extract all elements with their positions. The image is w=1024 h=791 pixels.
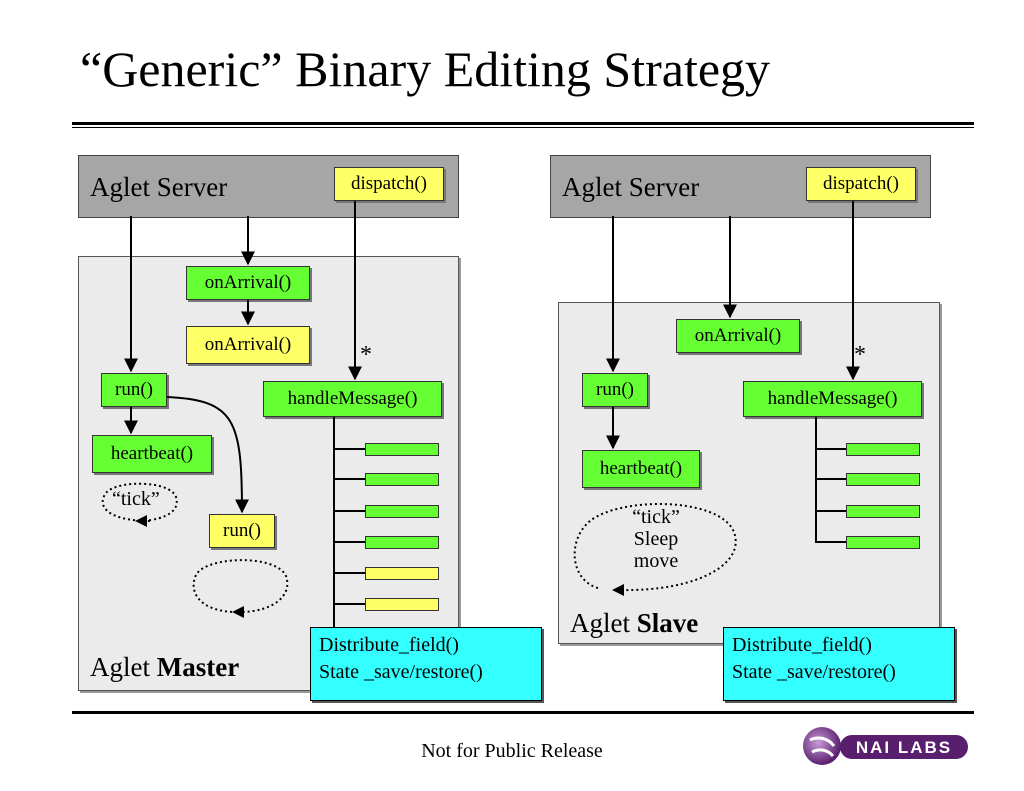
master-state-save: State _save/restore() [319,661,483,683]
master-dispatch-box: dispatch() [334,167,444,201]
slave-tick-loop [573,503,737,592]
slave-slot-3 [846,505,920,518]
master-tick-label: “tick” [112,488,160,510]
slave-heartbeat-box: heartbeat() [582,450,700,488]
master-run2-loop [192,559,289,613]
master-slot-6 [365,598,439,611]
master-onarrival-2: onArrival() [186,326,310,364]
master-run2-box: run() [209,514,275,548]
nai-labs-logo-mark: NAI LABS [803,727,968,765]
slave-slot-2 [846,473,920,486]
master-handlemessage-box: handleMessage() [263,381,442,417]
master-slot-5 [365,567,439,580]
slide-title: “Generic” Binary Editing Strategy [80,41,771,97]
master-slot-4 [365,536,439,549]
slave-tick-line-1: “tick” [632,506,680,528]
master-caption: Aglet Master [90,652,240,682]
slave-handlemessage-box: handleMessage() [743,381,922,417]
master-slot-2 [365,473,439,486]
master-slot-3 [365,505,439,518]
footer-rule [72,711,974,714]
slave-run-box: run() [582,373,648,407]
slave-onarrival-box: onArrival() [676,319,800,353]
master-run-box: run() [101,373,167,407]
slave-star: * [854,342,866,368]
nai-labs-logo-text: NAI LABS [856,738,952,757]
master-server-label: Aglet Server [90,172,228,202]
master-arrow-run-run2 [166,396,249,514]
footer-text: Not for Public Release [421,740,603,762]
slave-server-label: Aglet Server [562,172,700,202]
slave-tick-label: “tick” Sleep move [620,506,692,572]
slave-slot-1 [846,443,920,456]
slave-tick-arrowhead [612,584,624,596]
nai-labs-logo: NAI LABS [800,726,972,776]
master-heartbeat-box: heartbeat() [92,435,212,473]
title-rule [72,122,974,125]
slave-dispatch-box: dispatch() [806,167,916,201]
title-rule-thin [72,127,974,128]
slave-caption: Aglet Slave [570,608,699,638]
slave-distribute-field: Distribute_field() [732,634,872,656]
master-star: * [360,342,372,368]
master-tick-arrowhead [135,515,147,527]
slave-tick-line-3: move [633,550,679,572]
master-tick-loop [101,482,178,522]
master-run2-arrowhead [232,606,244,618]
slave-slot-4 [846,536,920,549]
master-slot-1 [365,443,439,456]
master-distribute-box: Distribute_field() State _save/restore() [310,627,542,701]
master-onarrival-1: onArrival() [186,266,310,300]
slave-state-save: State _save/restore() [732,661,896,683]
slave-tick-line-2: Sleep [633,528,679,550]
master-distribute-field: Distribute_field() [319,634,459,656]
slave-distribute-box: Distribute_field() State _save/restore() [723,627,955,701]
